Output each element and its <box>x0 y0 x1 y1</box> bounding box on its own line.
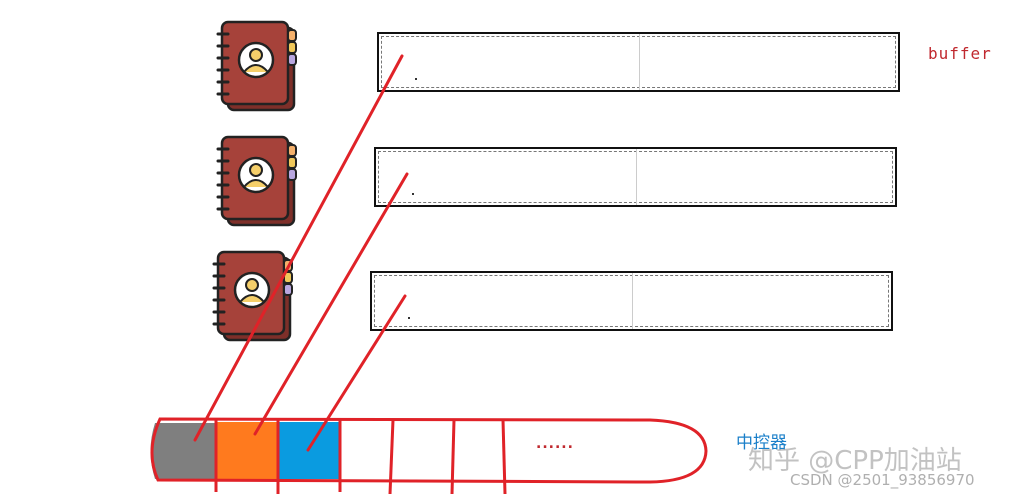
watermark-zhihu: 知乎 @CPP加油站 <box>748 446 962 476</box>
buffer-box-3 <box>370 271 893 331</box>
divider <box>388 419 395 495</box>
mapping-line-3 <box>306 294 407 452</box>
divider <box>450 419 456 495</box>
buffer-label: buffer <box>928 44 992 63</box>
notebook-icon <box>216 20 297 112</box>
watermark-csdn: CSDN @2501_93856970 <box>790 471 975 489</box>
notebook-icon <box>212 250 293 342</box>
divider <box>501 419 507 495</box>
controller-label: 中控器 <box>736 433 787 453</box>
more-slots-ellipsis: ...... <box>536 436 574 452</box>
mapping-line-1 <box>193 54 404 442</box>
mapping-line-2 <box>253 172 409 436</box>
controller-outline <box>150 417 708 484</box>
buffer-box-2 <box>374 147 897 207</box>
controller-cell-gray <box>150 423 215 479</box>
buffer-box-1 <box>377 32 900 92</box>
notebook-icon <box>216 135 297 227</box>
controller-cell-orange <box>217 422 277 479</box>
